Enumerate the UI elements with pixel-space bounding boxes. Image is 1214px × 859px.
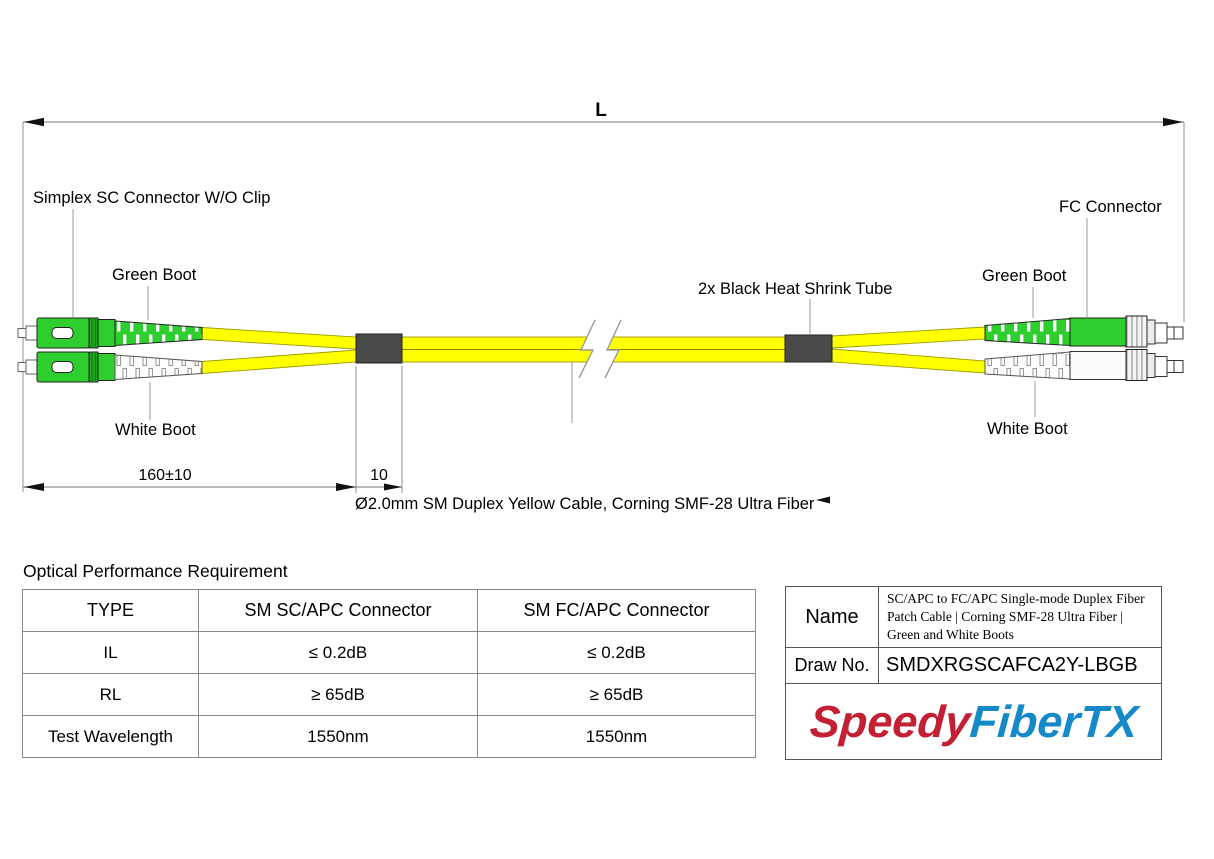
table-row: RL ≥ 65dB ≥ 65dB [22, 673, 756, 716]
dimension-boot-length: 160±10 [23, 467, 356, 491]
label-green-boot-left: Green Boot [112, 266, 197, 284]
row-label: Test Wavelength [22, 715, 199, 758]
label-white-boot-left: White Boot [115, 421, 196, 439]
dimension-tube-length: 10 [355, 366, 403, 493]
label-green-boot-right: Green Boot [982, 267, 1067, 285]
heat-shrink-tube-right [784, 334, 833, 363]
arrowhead-left-icon [24, 483, 44, 491]
arrowhead-right-icon [1163, 117, 1183, 127]
row-label: IL [22, 631, 199, 674]
cable-break-icon [578, 319, 622, 379]
row-value-fc: ≥ 65dB [477, 673, 756, 716]
title-block: Name SC/APC to FC/APC Single-mode Duplex… [785, 586, 1162, 760]
dim-L-label: L [595, 100, 607, 121]
dimension-overall-length: L [22, 100, 1185, 492]
draw-no-value: SMDXRGSCAFCA2Y-LBGB [886, 654, 1138, 676]
fc-connector-bottom [984, 349, 1184, 381]
table-row: IL ≤ 0.2dB ≤ 0.2dB [22, 631, 756, 674]
row-value-fc: ≤ 0.2dB [477, 631, 756, 674]
arrowhead-left-icon [24, 117, 44, 127]
label-white-boot-right: White Boot [987, 420, 1068, 438]
header-type: TYPE [22, 589, 199, 632]
row-value-sc: 1550nm [198, 715, 478, 758]
speedyfibertx-logo: SpeedyFiberTX [808, 696, 1139, 748]
row-value-fc: 1550nm [477, 715, 756, 758]
arrowhead-right-icon [336, 483, 356, 491]
heat-shrink-tube-left [355, 333, 403, 364]
table-row: Test Wavelength 1550nm 1550nm [22, 715, 756, 758]
cable-spec-note: Ø2.0mm SM Duplex Yellow Cable, Corning S… [355, 495, 815, 513]
sc-connector-top [17, 317, 203, 349]
fc-connector-top [984, 315, 1184, 348]
row-value-sc: ≤ 0.2dB [198, 631, 478, 674]
dim-160-label: 160±10 [138, 467, 191, 484]
header-sc: SM SC/APC Connector [198, 589, 478, 632]
table-title: Optical Performance Requirement [23, 561, 288, 581]
table-header-row: TYPE SM SC/APC Connector SM FC/APC Conne… [22, 589, 756, 632]
note-arrowhead-icon [816, 496, 830, 504]
sc-connector-bottom [17, 351, 203, 383]
name-label: Name [786, 587, 879, 647]
cable-assembly-drawing: L Simplex SC Connector W/O Clip Green Bo… [17, 100, 1185, 513]
name-value: SC/APC to FC/APC Single-mode Duplex Fibe… [887, 591, 1145, 642]
label-fc-connector: FC Connector [1059, 198, 1162, 216]
header-fc: SM FC/APC Connector [477, 589, 756, 632]
label-sc-connector: Simplex SC Connector W/O Clip [33, 189, 271, 207]
dim-10-label: 10 [370, 467, 388, 484]
row-value-sc: ≥ 65dB [198, 673, 478, 716]
optical-performance-section: Optical Performance Requirement TYPE SM … [22, 561, 756, 758]
draw-no-label: Draw No. [786, 648, 879, 683]
logo-fibertx: FiberTX [968, 696, 1140, 747]
optical-performance-table: TYPE SM SC/APC Connector SM FC/APC Conne… [22, 589, 756, 758]
callouts [72, 209, 1088, 423]
logo-speedy: Speedy [807, 696, 972, 747]
row-label: RL [22, 673, 199, 716]
arrowhead-right-icon [384, 483, 402, 491]
label-heat-shrink-tube: 2x Black Heat Shrink Tube [698, 280, 892, 298]
